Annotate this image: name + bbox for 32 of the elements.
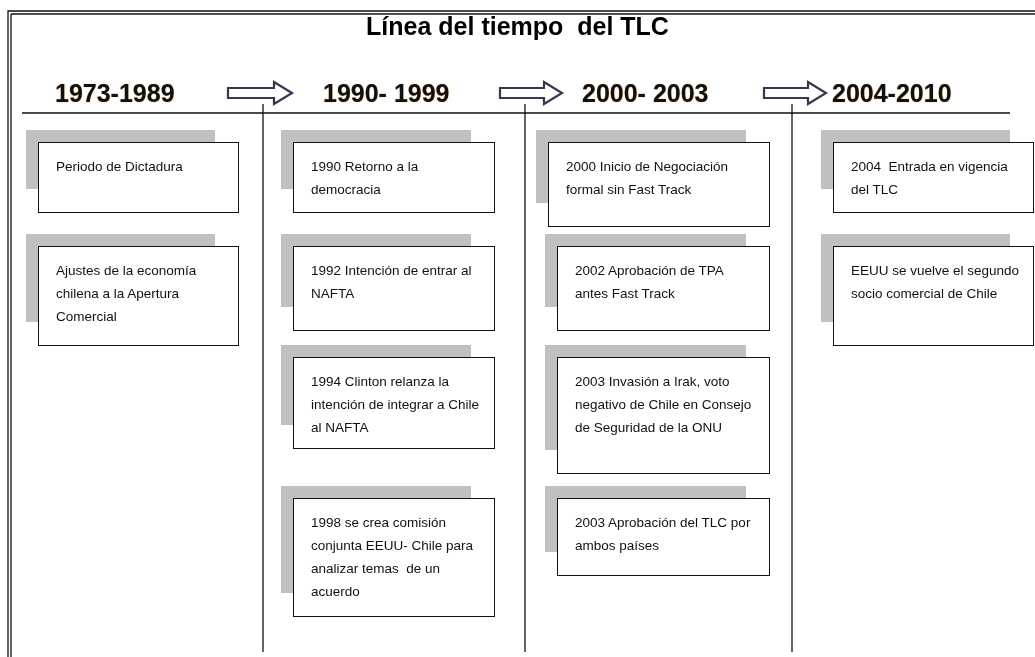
block-arrow <box>226 80 295 106</box>
event-text: 2000 Inicio de Negociación formal sin Fast Track <box>566 158 730 199</box>
event-box <box>557 357 770 474</box>
event-box <box>293 357 495 449</box>
block-arrow <box>762 80 829 106</box>
event-box <box>833 142 1034 213</box>
event-text: 1998 se crea comisión conjunta EEUU- Chile para analizar temas de un acuerdo <box>311 514 475 601</box>
event-text: 2003 Invasión a Irak, voto negativo de Chile en Consejo de Seguridad de la ONU <box>575 373 753 437</box>
event-box <box>293 498 495 617</box>
period-heading: 1973-1989 <box>55 79 175 107</box>
event-box <box>293 246 495 331</box>
event-text: EEUU se vuelve el segundo socio comercial de Chile <box>851 262 1021 303</box>
event-box <box>833 246 1034 346</box>
event-box <box>557 246 770 331</box>
event-text: 1994 Clinton relanza la intención de integrar a Chile al NAFTA <box>311 373 481 437</box>
event-text: 1992 Intención de entrar al NAFTA <box>311 262 473 303</box>
event-box <box>293 142 495 213</box>
event-text: Ajustes de la economía chilena a la Apertura Comercial <box>56 262 198 326</box>
event-text: 2002 Aprobación de TPA antes Fast Track <box>575 262 725 303</box>
title: Línea del tiempo del TLC <box>366 12 669 41</box>
event-box <box>548 142 770 227</box>
event-text: 2004 Entrada en vigencia del TLC <box>851 158 1009 199</box>
event-box <box>557 498 770 576</box>
period-heading: 1990- 1999 <box>323 79 450 107</box>
event-text: 1990 Retorno a la democracia <box>311 158 420 199</box>
event-text: Periodo de Dictadura <box>56 158 184 176</box>
event-box <box>38 142 239 213</box>
event-text: 2003 Aprobación del TLC por ambos países <box>575 514 752 555</box>
period-heading: 2004-2010 <box>832 79 952 107</box>
event-box <box>38 246 239 346</box>
block-arrow <box>498 80 565 106</box>
period-heading: 2000- 2003 <box>582 79 709 107</box>
